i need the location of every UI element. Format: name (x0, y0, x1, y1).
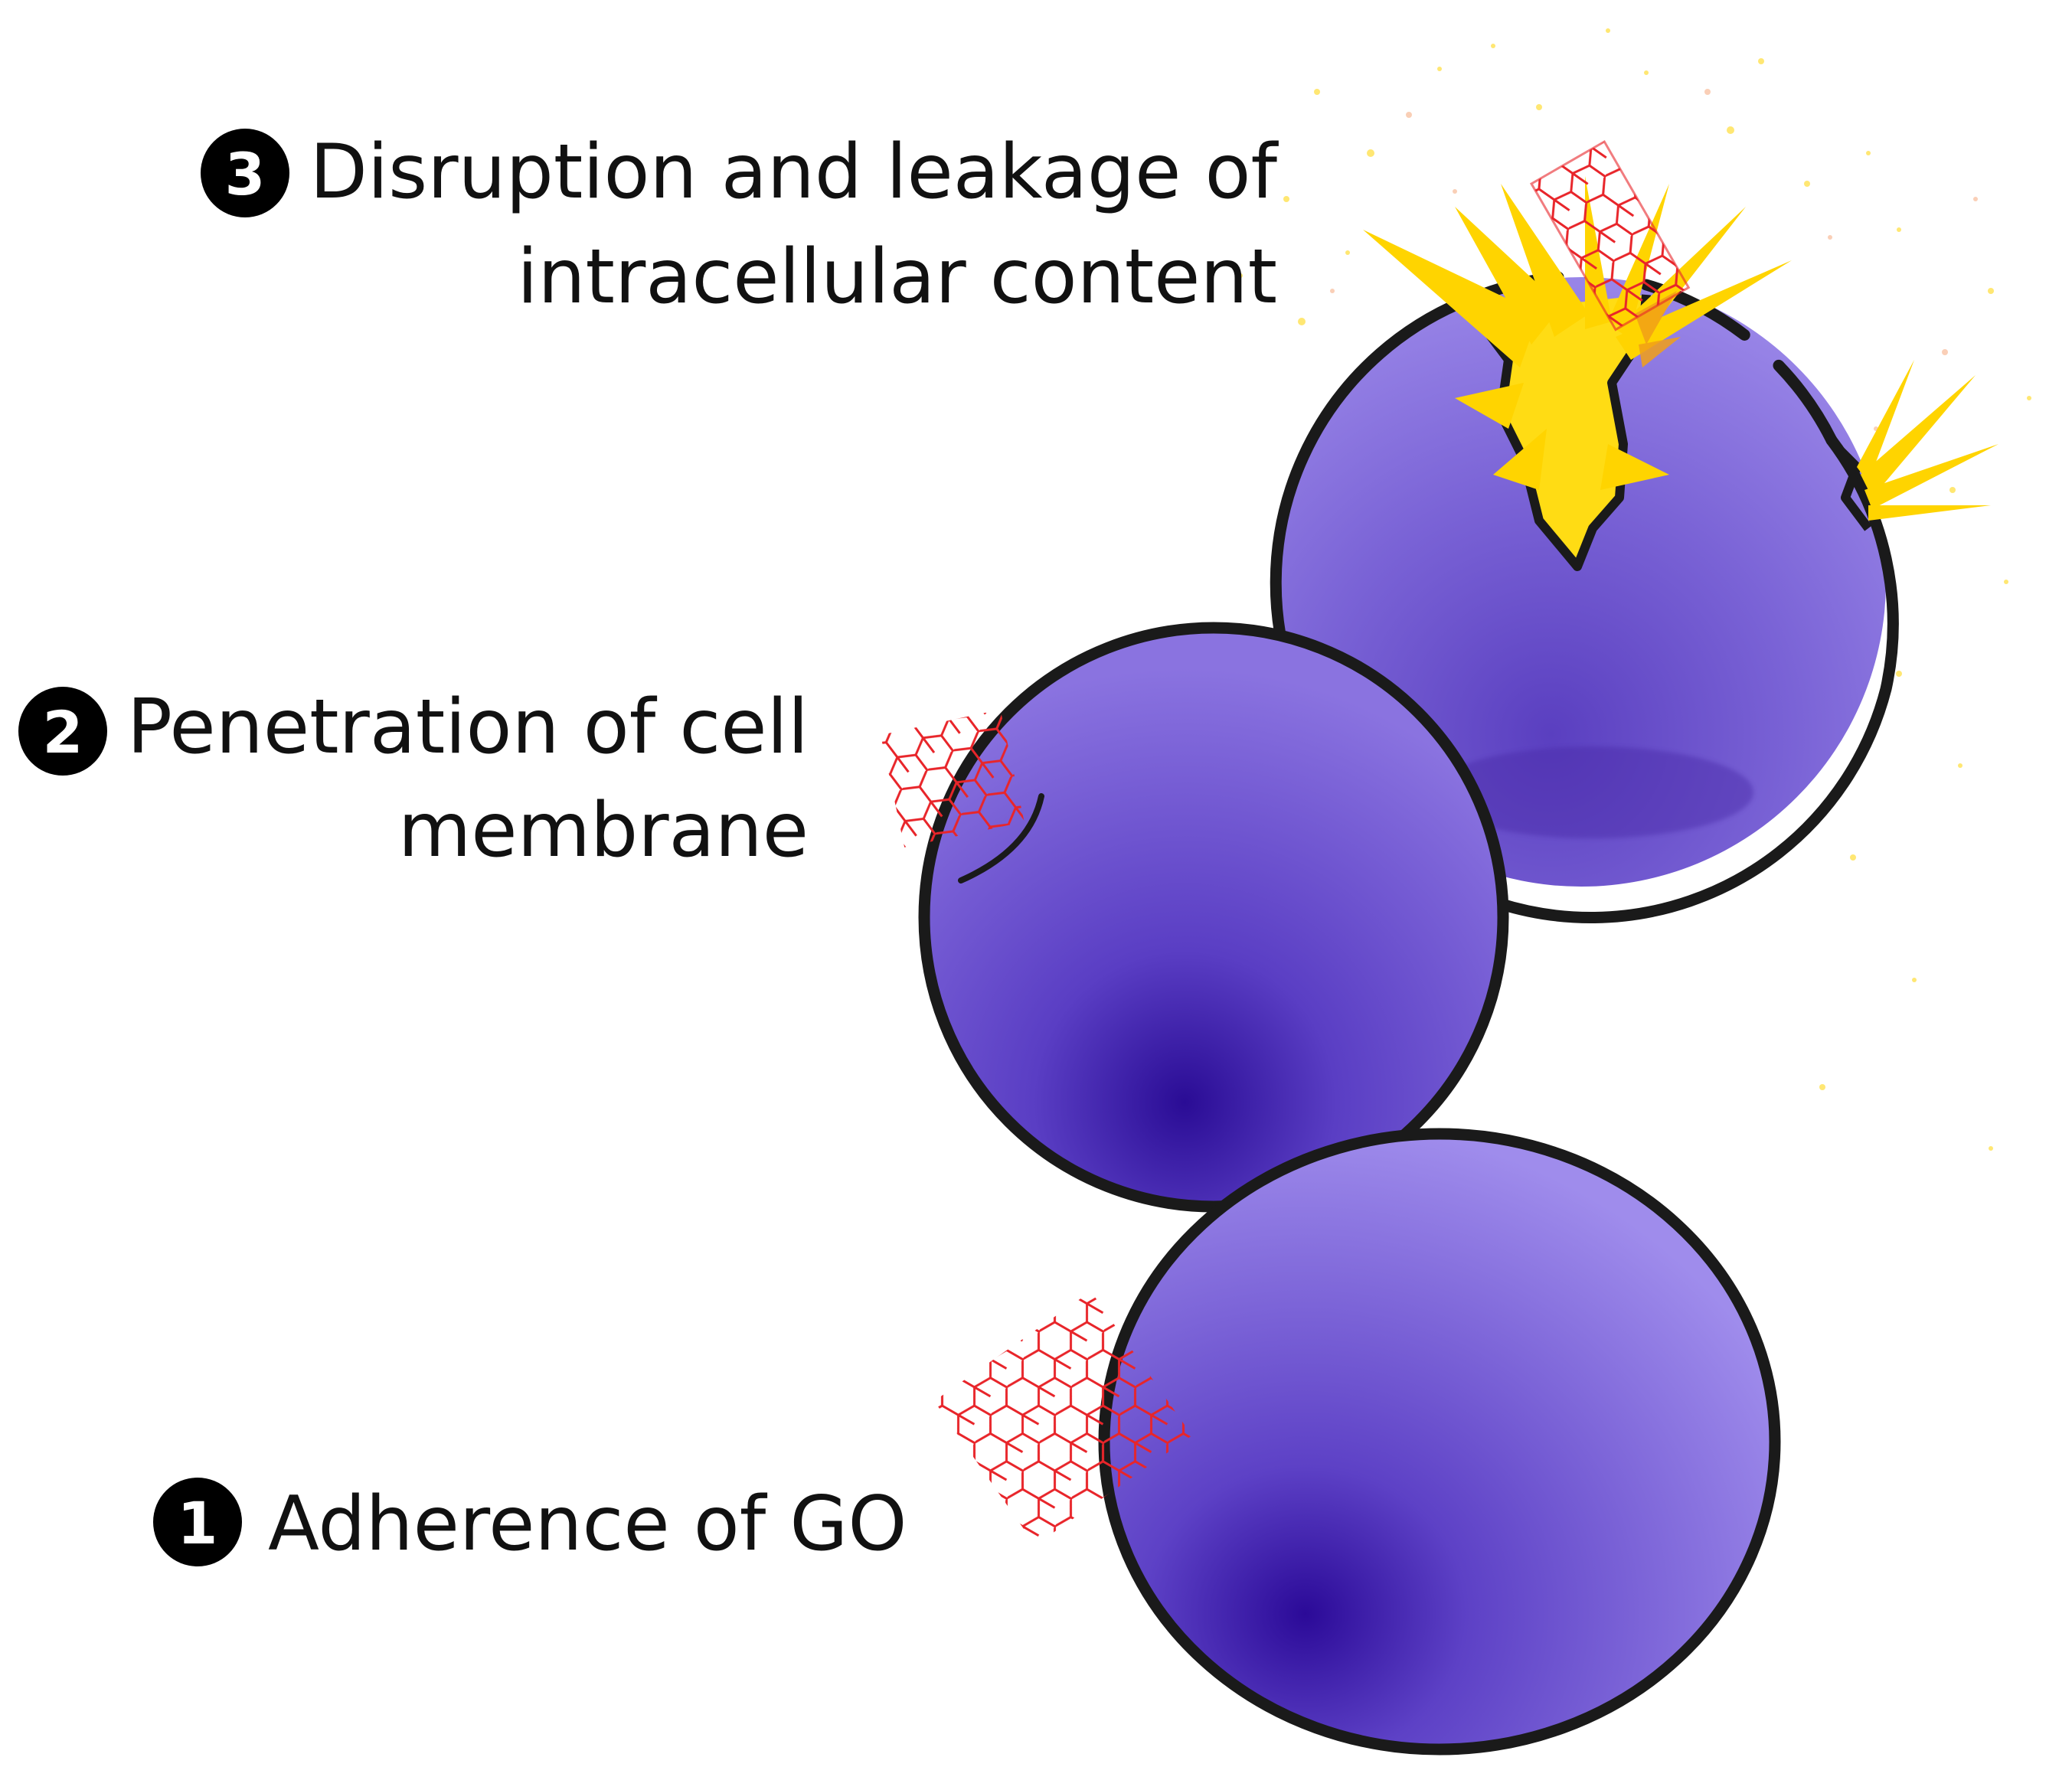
cell-body-middle (924, 628, 1503, 1207)
graphene-oxide-sheet-inserted (1529, 139, 1691, 332)
step-1-badge (153, 1478, 242, 1566)
step-1-label: 1 Adherence of GO (153, 1478, 907, 1568)
step-1-number: 1 (178, 1489, 218, 1557)
step-3-text-line2: intracellular content (517, 234, 1277, 321)
step-3-badge (201, 129, 289, 217)
step-3-text-line1: Disruption and leakage of (309, 129, 1279, 216)
step-2-number: 2 (43, 698, 83, 766)
graphene-oxide-sheet-adhered (934, 1291, 1192, 1546)
step-3-label: 3 Disruption and leakage of intracellula… (201, 129, 1279, 321)
step-2-text-line1: Penetration of cell (127, 684, 809, 771)
cell-body-bottom (1104, 1134, 1775, 1749)
membrane-flap (958, 793, 1044, 884)
cell-penetrated (881, 622, 1509, 1213)
cell-membrane-middle (918, 622, 1509, 1213)
leakage-spray (1238, 28, 2031, 1151)
graphene-oxide-sheet-penetrating (881, 709, 1025, 848)
step-2-text-line2: membrane (398, 787, 809, 874)
burst-rays-side (1857, 360, 1998, 521)
cell-adhered (934, 1128, 1781, 1756)
step-1-text: Adherence of GO (268, 1481, 907, 1568)
step-3-number: 3 (225, 140, 266, 208)
step-2-label: 2 Penetration of cell membrane (18, 684, 809, 874)
step-2-badge (18, 687, 107, 776)
